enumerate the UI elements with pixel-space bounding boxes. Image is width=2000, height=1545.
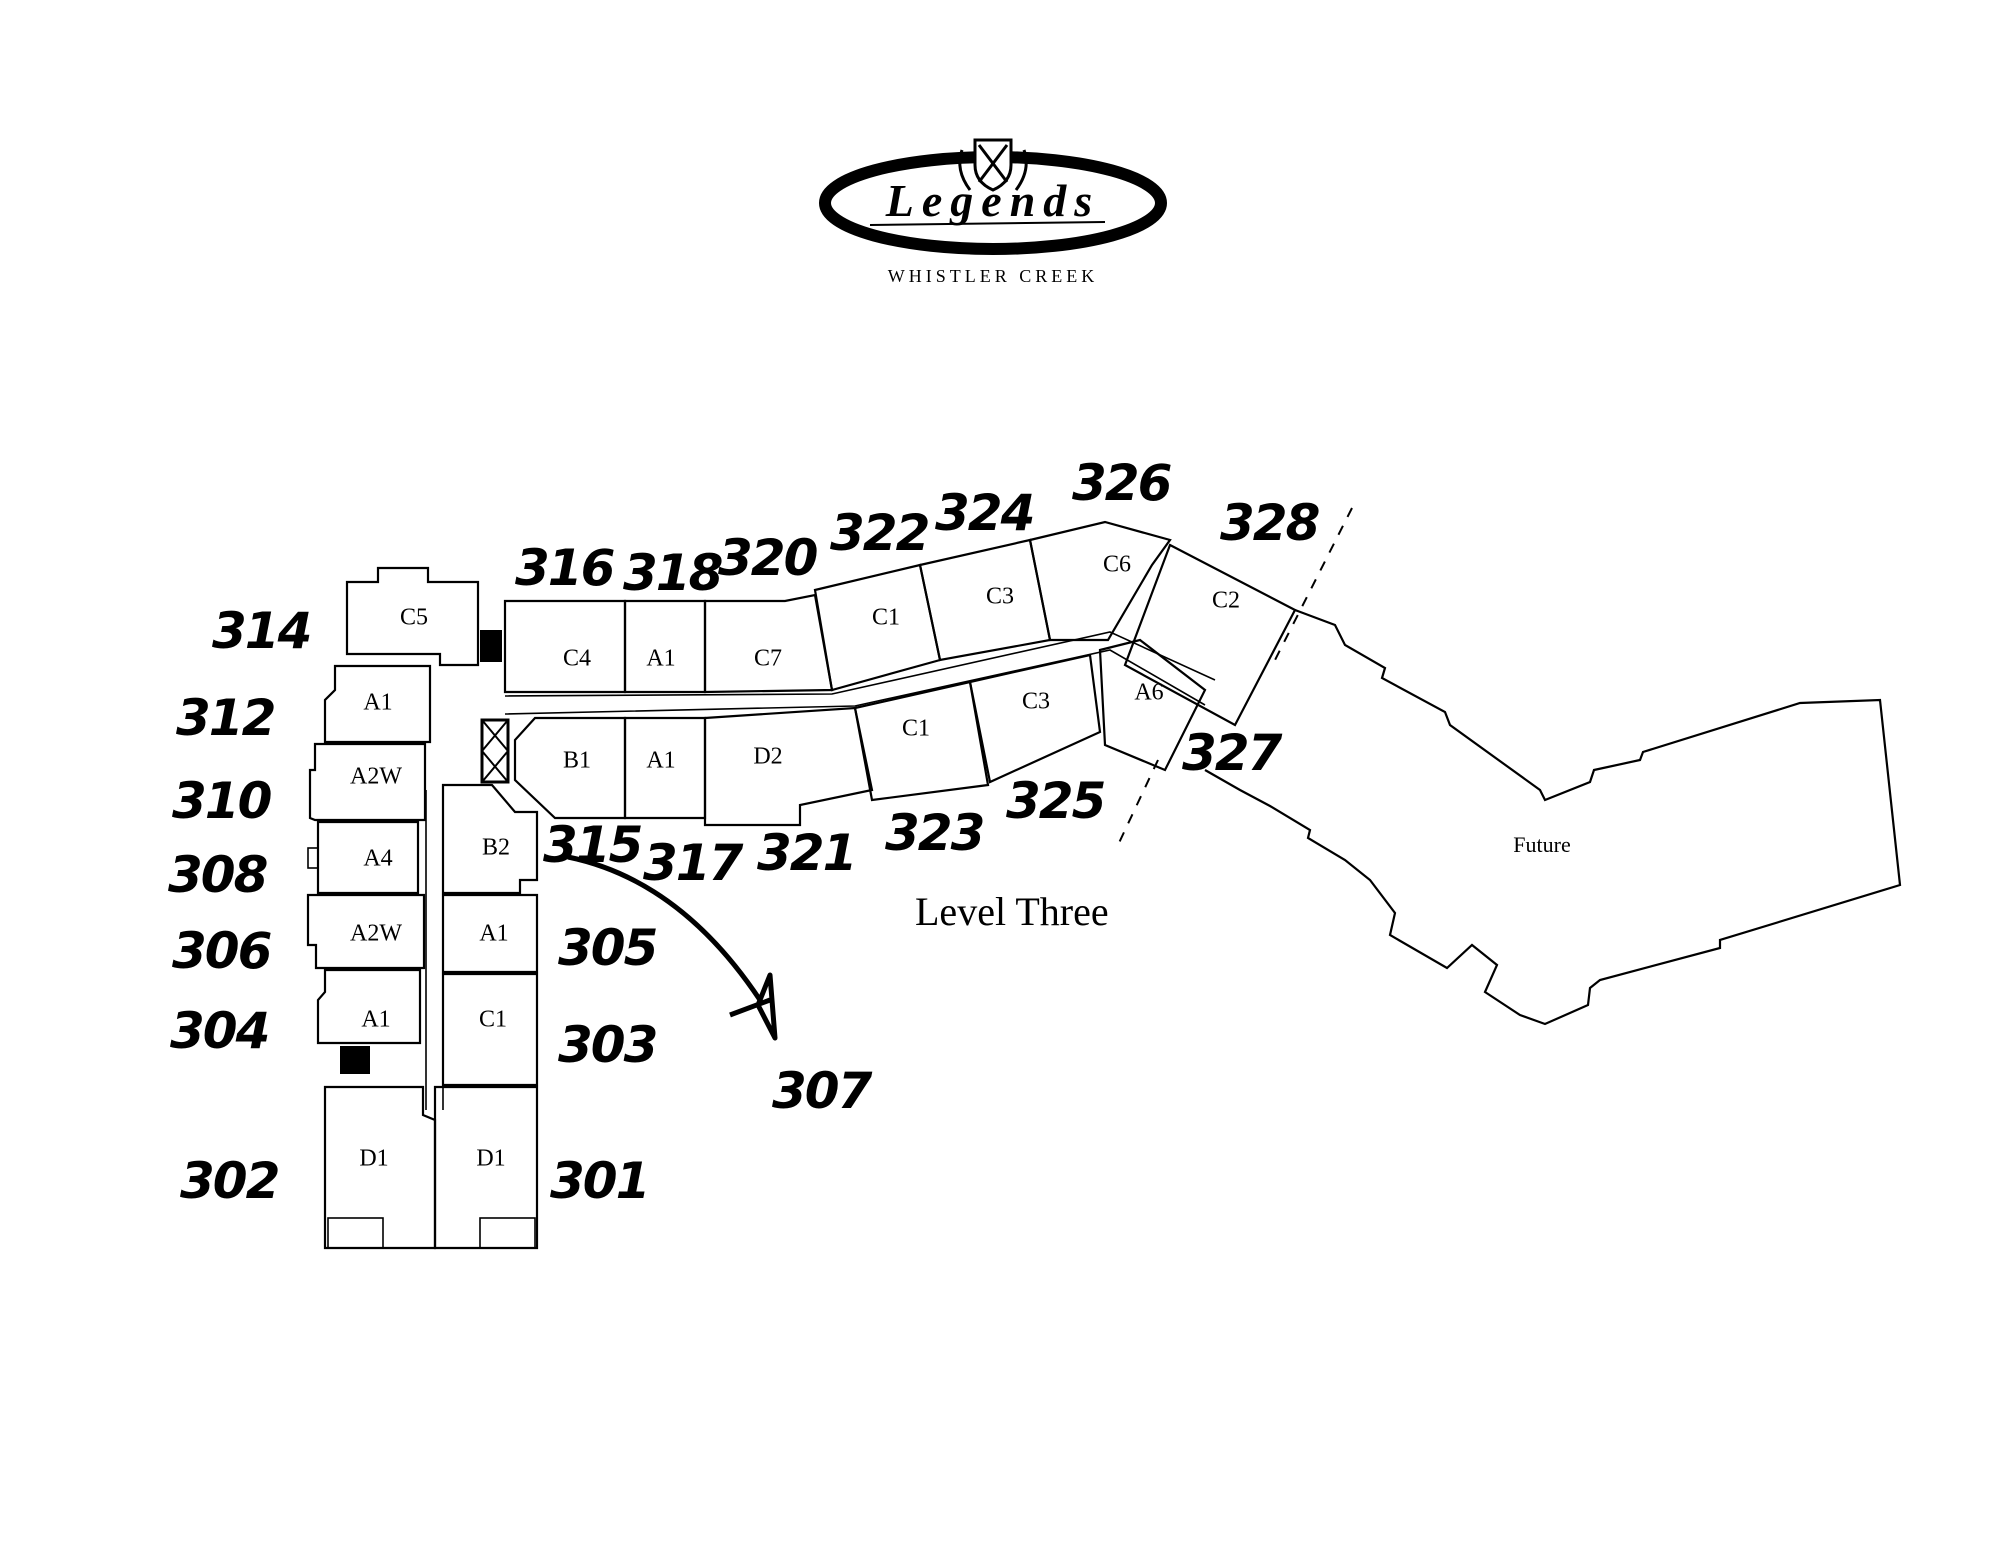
unit-type-label: A4	[363, 846, 392, 872]
unit-outline-310	[308, 742, 427, 822]
unit-number-labels: 314 312 310 308 306 304 302 301 303 305 …	[168, 454, 1321, 1210]
unit-number-label: 301	[550, 1152, 648, 1210]
unit-type-labels: C5 A1 A2W A4 A2W A1 D1 D1 C1 A1 B2 B1 C4…	[350, 552, 1240, 1172]
future-building-outline	[1204, 608, 1902, 1026]
unit-outline-328	[1123, 543, 1297, 727]
unit-number-label: 305	[558, 919, 657, 977]
unit-type-label: C3	[1022, 689, 1050, 715]
unit-type-label: D1	[359, 1146, 388, 1172]
arrow-curve	[567, 854, 763, 1002]
unit-number-label: 324	[935, 484, 1033, 542]
unit-type-label: A1	[479, 921, 508, 947]
crest-shield-icon	[958, 138, 1028, 192]
unit-number-label: 304	[170, 1002, 268, 1060]
unit-outline-321	[703, 706, 874, 827]
unit-number-label: 306	[172, 922, 272, 980]
arrow-head-icon	[729, 972, 778, 1041]
unit-type-label: A1	[646, 646, 675, 672]
unit-type-label: A2W	[350, 921, 402, 947]
unit-number-label: 323	[885, 804, 983, 862]
phase-cut-line-lower	[1117, 759, 1159, 846]
unit-type-label: C1	[479, 1007, 507, 1033]
logo-brand-text: Legends	[885, 175, 1100, 226]
unit-type-label: A2W	[350, 764, 402, 790]
unit-outline-326	[1028, 520, 1172, 642]
unit-outline-314	[345, 566, 480, 667]
phase-cut-line-upper	[1274, 507, 1353, 661]
unit-outline-312	[323, 664, 432, 744]
unit-outline-307	[441, 783, 539, 895]
unit-type-label: B2	[482, 835, 510, 861]
unit-outline-327	[1098, 638, 1207, 772]
unit-type-label: D1	[476, 1146, 505, 1172]
unit-outline-325	[968, 653, 1102, 784]
unit-number-label: 322	[830, 504, 928, 562]
unit-number-label: 317	[643, 834, 744, 892]
level-title: Level Three	[915, 889, 1109, 934]
unit-outline-320	[703, 593, 834, 694]
unit-type-label: A1	[361, 1007, 390, 1033]
unit-type-label: C5	[400, 605, 428, 631]
unit-number-label: 327	[1182, 724, 1283, 782]
handwritten-arrow	[567, 854, 778, 1041]
unit-type-label: C4	[563, 646, 591, 672]
stair-icon	[480, 630, 502, 662]
unit-outline-304	[316, 968, 422, 1045]
left-wing	[306, 566, 539, 1250]
unit-number-label: 314	[212, 602, 310, 660]
unit-number-label: 307	[772, 1062, 873, 1120]
unit-number-label: 302	[180, 1152, 278, 1210]
unit-number-label: 318	[623, 544, 722, 602]
unit-number-label: 312	[176, 689, 274, 747]
unit-number-label: 321	[757, 824, 855, 882]
unit-outline-323	[853, 680, 990, 802]
unit-number-label: 316	[515, 539, 615, 597]
unit-outline-305	[441, 893, 539, 974]
unit-number-label: 303	[558, 1016, 656, 1074]
unit-outline-303	[441, 972, 539, 1087]
unit-type-label: C1	[872, 605, 900, 631]
unit-outline-301	[433, 1085, 539, 1250]
unit-number-label: 326	[1072, 454, 1172, 512]
unit-outline-306	[306, 893, 426, 970]
unit-type-label: C2	[1212, 588, 1240, 614]
unit-type-label: C1	[902, 716, 930, 742]
unit-type-label: C3	[986, 584, 1014, 610]
unit-type-label: A6	[1134, 680, 1163, 706]
stair-icon	[340, 1046, 370, 1074]
logo: Legends WHISTLER CREEK	[819, 138, 1167, 286]
unit-type-label: B1	[563, 748, 591, 774]
logo-subtitle: WHISTLER CREEK	[888, 266, 1099, 286]
unit-type-label: D2	[753, 744, 782, 770]
unit-number-label: 308	[168, 846, 267, 904]
unit-type-label: A1	[363, 690, 392, 716]
unit-number-label: 328	[1220, 494, 1319, 552]
unit-number-label: 310	[172, 772, 272, 830]
unit-number-label: 325	[1006, 772, 1105, 830]
unit-outline-308	[316, 820, 420, 895]
unit-type-label: C6	[1103, 552, 1131, 578]
elevator-icon	[480, 718, 510, 784]
unit-type-label: C7	[754, 646, 782, 672]
unit-type-label: A1	[646, 748, 675, 774]
future-area-label: Future	[1513, 832, 1570, 857]
center-wing	[503, 507, 1353, 846]
unit-number-label: 320	[718, 529, 818, 587]
